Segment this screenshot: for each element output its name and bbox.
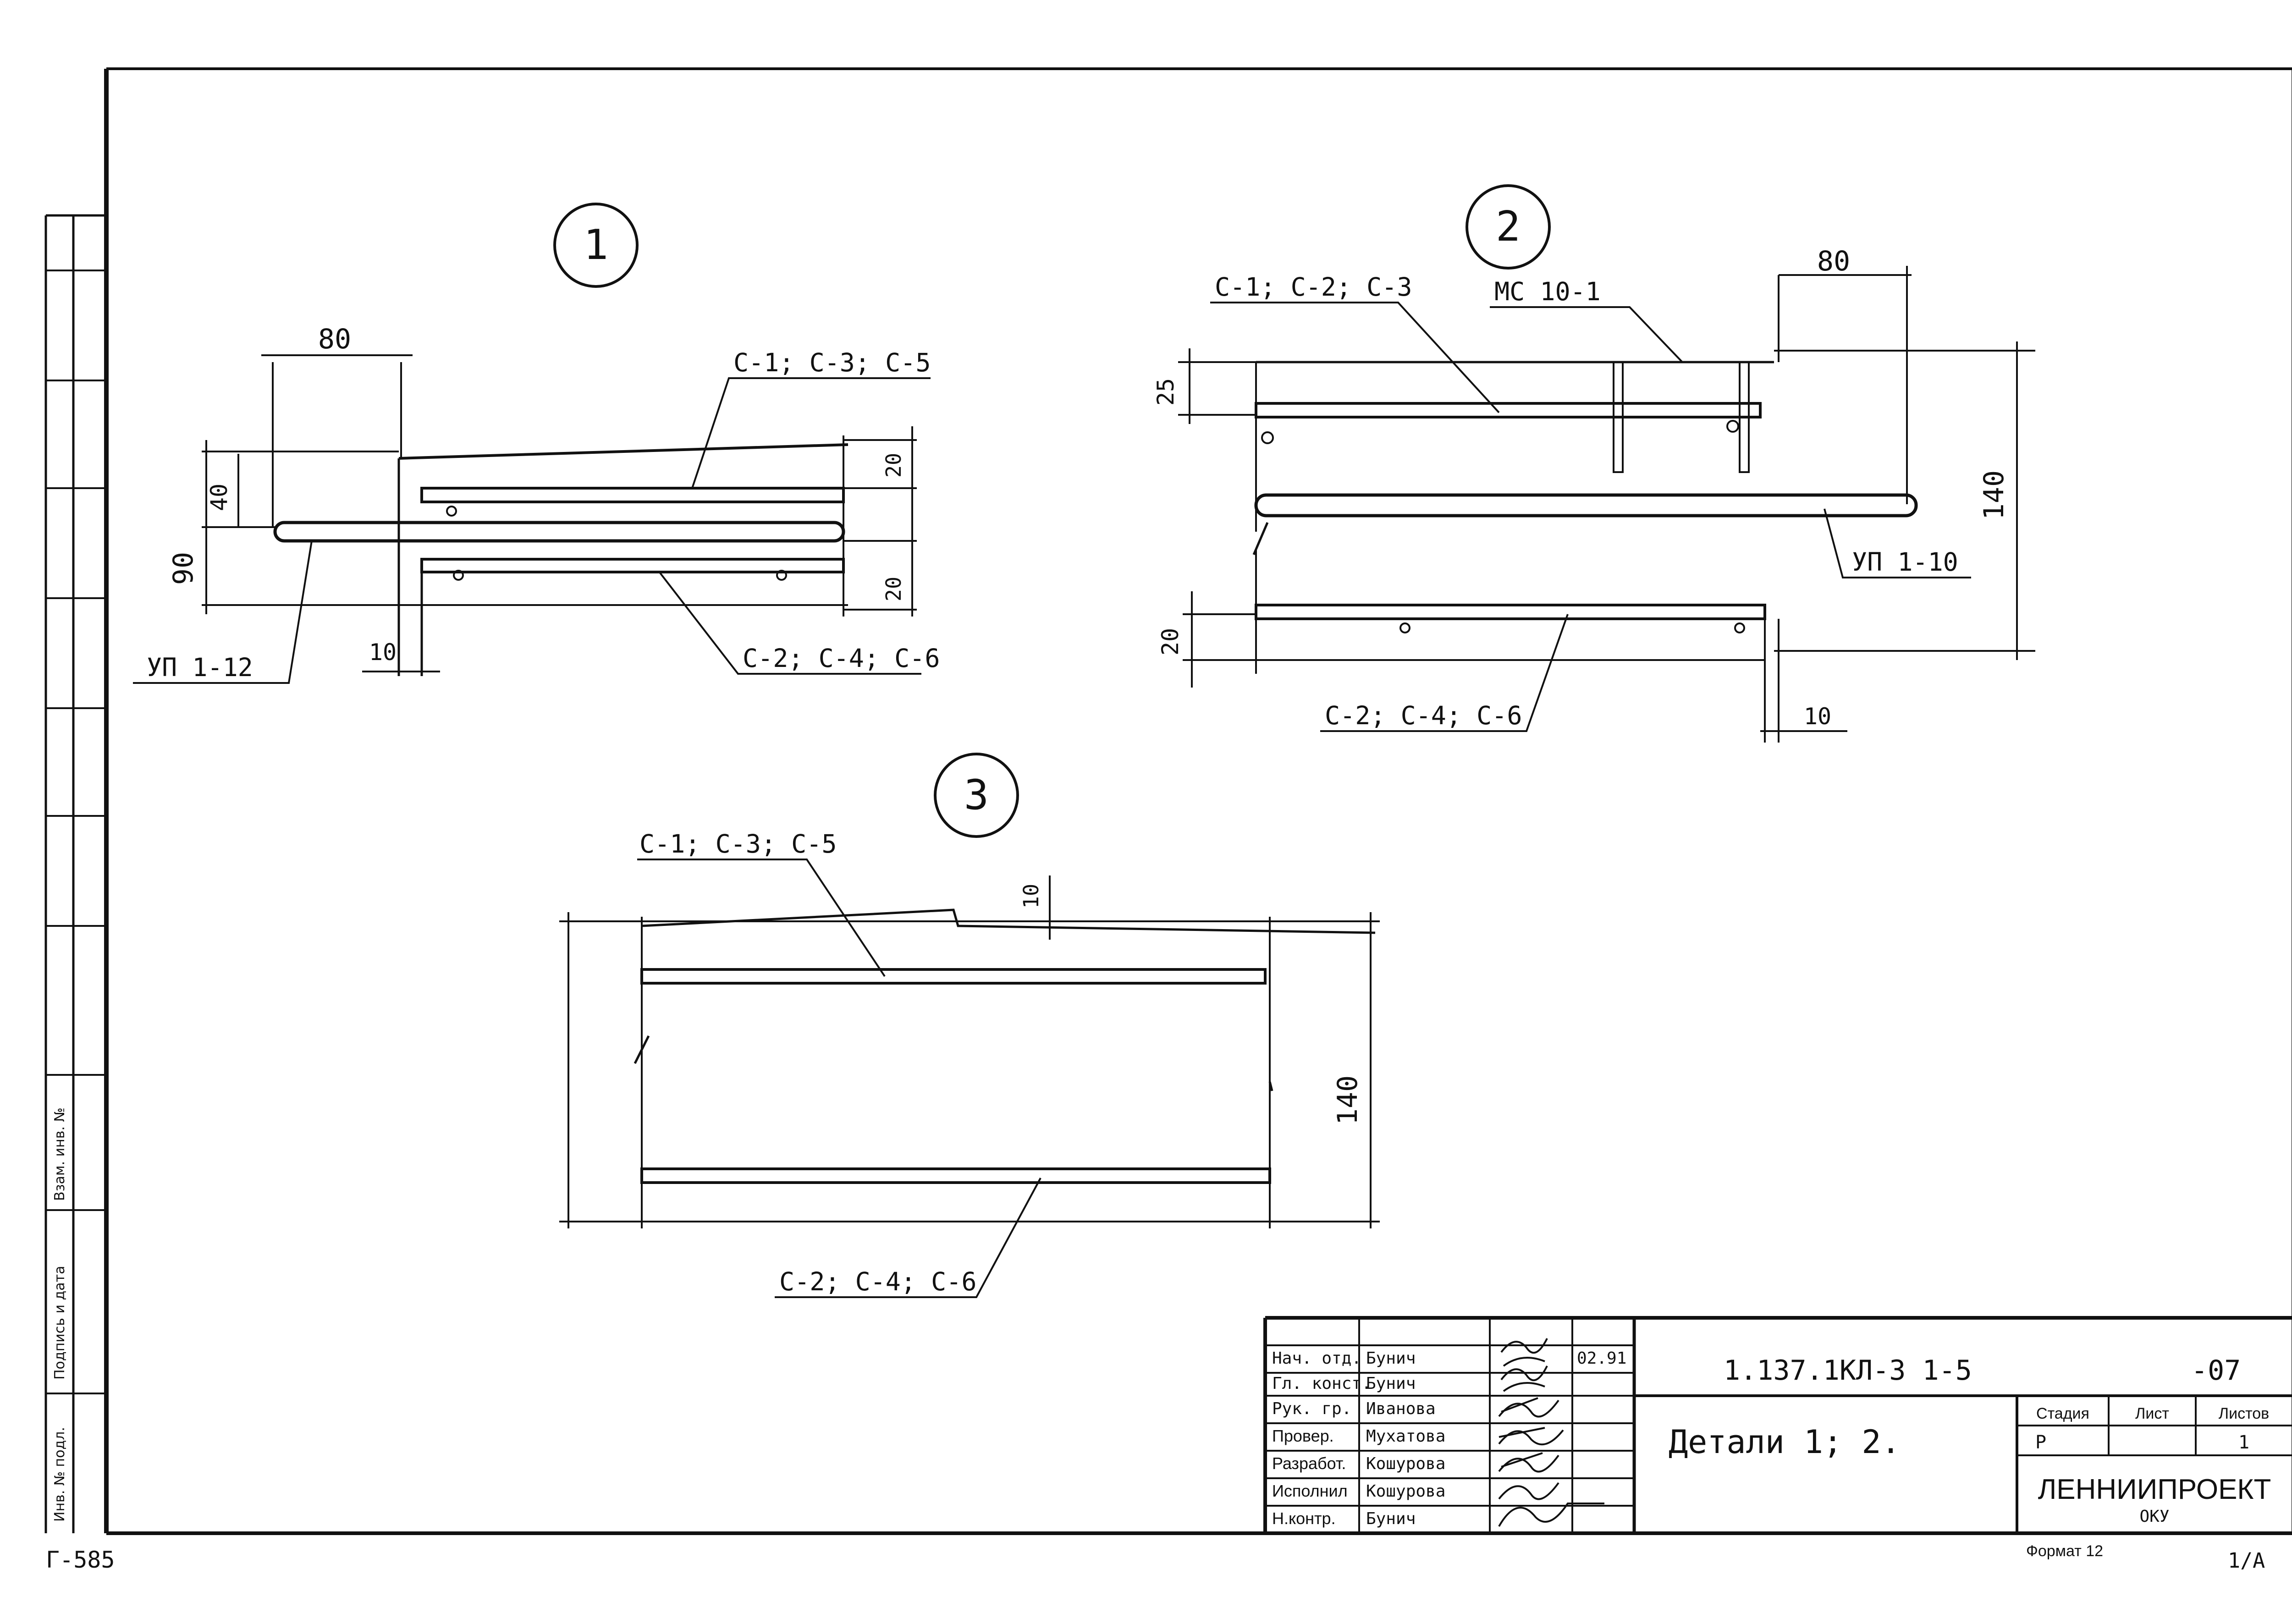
stamp-org: ЛЕННИИПРОЕКТ <box>2038 1474 2271 1505</box>
signatures <box>1498 1338 1604 1527</box>
detail-3-label-bottom: С-2; С-4; С-6 <box>779 1267 976 1296</box>
detail-1-dim-left-offset: 10 <box>369 639 397 666</box>
detail-3-marker-circle <box>934 753 1019 838</box>
detail-2-rod-2 <box>1739 361 1750 473</box>
stamp-role-3: Провер. <box>1272 1426 1334 1445</box>
detail-2-dim-top-gap: 25 <box>1152 378 1179 406</box>
detail-3: 3 140 10 С-1; С-3; С-5 С-2; С-4; С-6 <box>559 753 1380 1298</box>
title-block: Нач. отд. Гл. конст. Рук. гр. Провер. Ра… <box>1263 1316 2292 1533</box>
stamp-name-3: Мухатова <box>1366 1427 1445 1446</box>
detail-1-label-top: С-1; С-3; С-5 <box>733 348 931 377</box>
detail-1-marker-circle <box>553 203 639 288</box>
stamp-role-4: Разработ. <box>1272 1454 1346 1473</box>
detail-1-dim-top-gap: 40 <box>206 484 232 511</box>
detail-2-dim-bottom-gap: 20 <box>1157 628 1184 655</box>
stamp-name-6: Бунич <box>1366 1509 1416 1528</box>
stamp-title: Детали 1; 2. <box>1669 1423 1901 1461</box>
stamp-stage: Р <box>2035 1432 2046 1453</box>
detail-2-label-bottom: С-2; С-4; С-6 <box>1325 701 1522 730</box>
corner-number: Г-585 <box>46 1547 115 1573</box>
stamp-dept: ОКУ <box>2139 1507 2169 1526</box>
stamp-sheets: 1 <box>2238 1432 2249 1453</box>
stamp-role-0: Нач. отд. <box>1272 1349 1361 1368</box>
detail-2-label-top: С-1; С-2; С-3 <box>1215 272 1412 302</box>
detail-3-dim-height: 140 <box>1332 1075 1364 1125</box>
detail-1-dim-height: 90 <box>167 552 199 585</box>
stamp-role-2: Рук. гр. <box>1272 1399 1351 1418</box>
stamp-name-0: Бунич <box>1366 1349 1416 1368</box>
stamp-name-1: Бунич <box>1366 1374 1416 1393</box>
detail-2-dim-height: 140 <box>1978 470 2010 520</box>
detail-2-marker: 2 <box>1496 203 1521 251</box>
stamp-sheet-mark: -07 <box>2191 1354 2241 1387</box>
format-label: Формат 12 <box>2026 1542 2103 1560</box>
detail-1-dim-right-top: 20 <box>882 453 906 478</box>
detail-2: 2 80 25 140 20 10 С-1; С <box>1152 184 2035 743</box>
detail-2-marker-circle <box>1466 184 1551 270</box>
stamp-role-1: Гл. конст. <box>1272 1374 1372 1393</box>
detail-3-dim-top-gap: 10 <box>1019 884 1043 908</box>
left-margin-strip: Взам. инв. № Подпись и дата Инв. № подл. <box>44 214 106 1533</box>
detail-1-marker: 1 <box>584 221 608 269</box>
stamp-sheets-header: Листов <box>2219 1405 2269 1422</box>
stamp-stage-header: Стадия <box>2036 1405 2089 1422</box>
margin-sign-date: Подпись и дата <box>52 1266 68 1380</box>
detail-1-label-bottom: С-2; С-4; С-6 <box>743 644 940 673</box>
margin-exchange-inv: Взам. инв. № <box>52 1107 68 1201</box>
margin-orig-inv: Инв. № подл. <box>52 1427 68 1522</box>
stamp-code: 1.137.1КЛ-3 1-5 <box>1724 1354 1972 1387</box>
detail-1-dim-width: 80 <box>318 323 351 355</box>
stamp-name-4: Кошурова <box>1366 1454 1445 1473</box>
stamp-name-2: Иванова <box>1366 1399 1436 1418</box>
detail-2-rod <box>1613 361 1624 473</box>
detail-2-label-plate: УП 1-10 <box>1852 547 1958 577</box>
detail-3-marker: 3 <box>964 771 989 819</box>
stamp-name-5: Кошурова <box>1366 1482 1445 1501</box>
stamp-role-6: Н.контр. <box>1272 1509 1336 1528</box>
detail-1-label-plate: УП 1-12 <box>147 653 253 682</box>
detail-1-dim-right-bottom: 20 <box>882 577 906 601</box>
stamp-role-5: Исполнил <box>1272 1481 1348 1500</box>
corner-mark: 1/A <box>2228 1548 2265 1573</box>
stamp-sheet-header: Лист <box>2135 1405 2169 1422</box>
detail-2-dim-width: 80 <box>1817 245 1850 277</box>
detail-1: 1 80 40 90 20 20 10 С-1; С <box>133 203 940 684</box>
drawing-frame <box>104 67 2292 1535</box>
detail-2-label-rod: МС 10-1 <box>1494 277 1601 306</box>
stamp-date: 02.91 <box>1577 1349 1626 1368</box>
detail-2-dim-right-offset: 10 <box>1804 703 1831 730</box>
detail-3-label-top: С-1; С-3; С-5 <box>639 829 837 859</box>
